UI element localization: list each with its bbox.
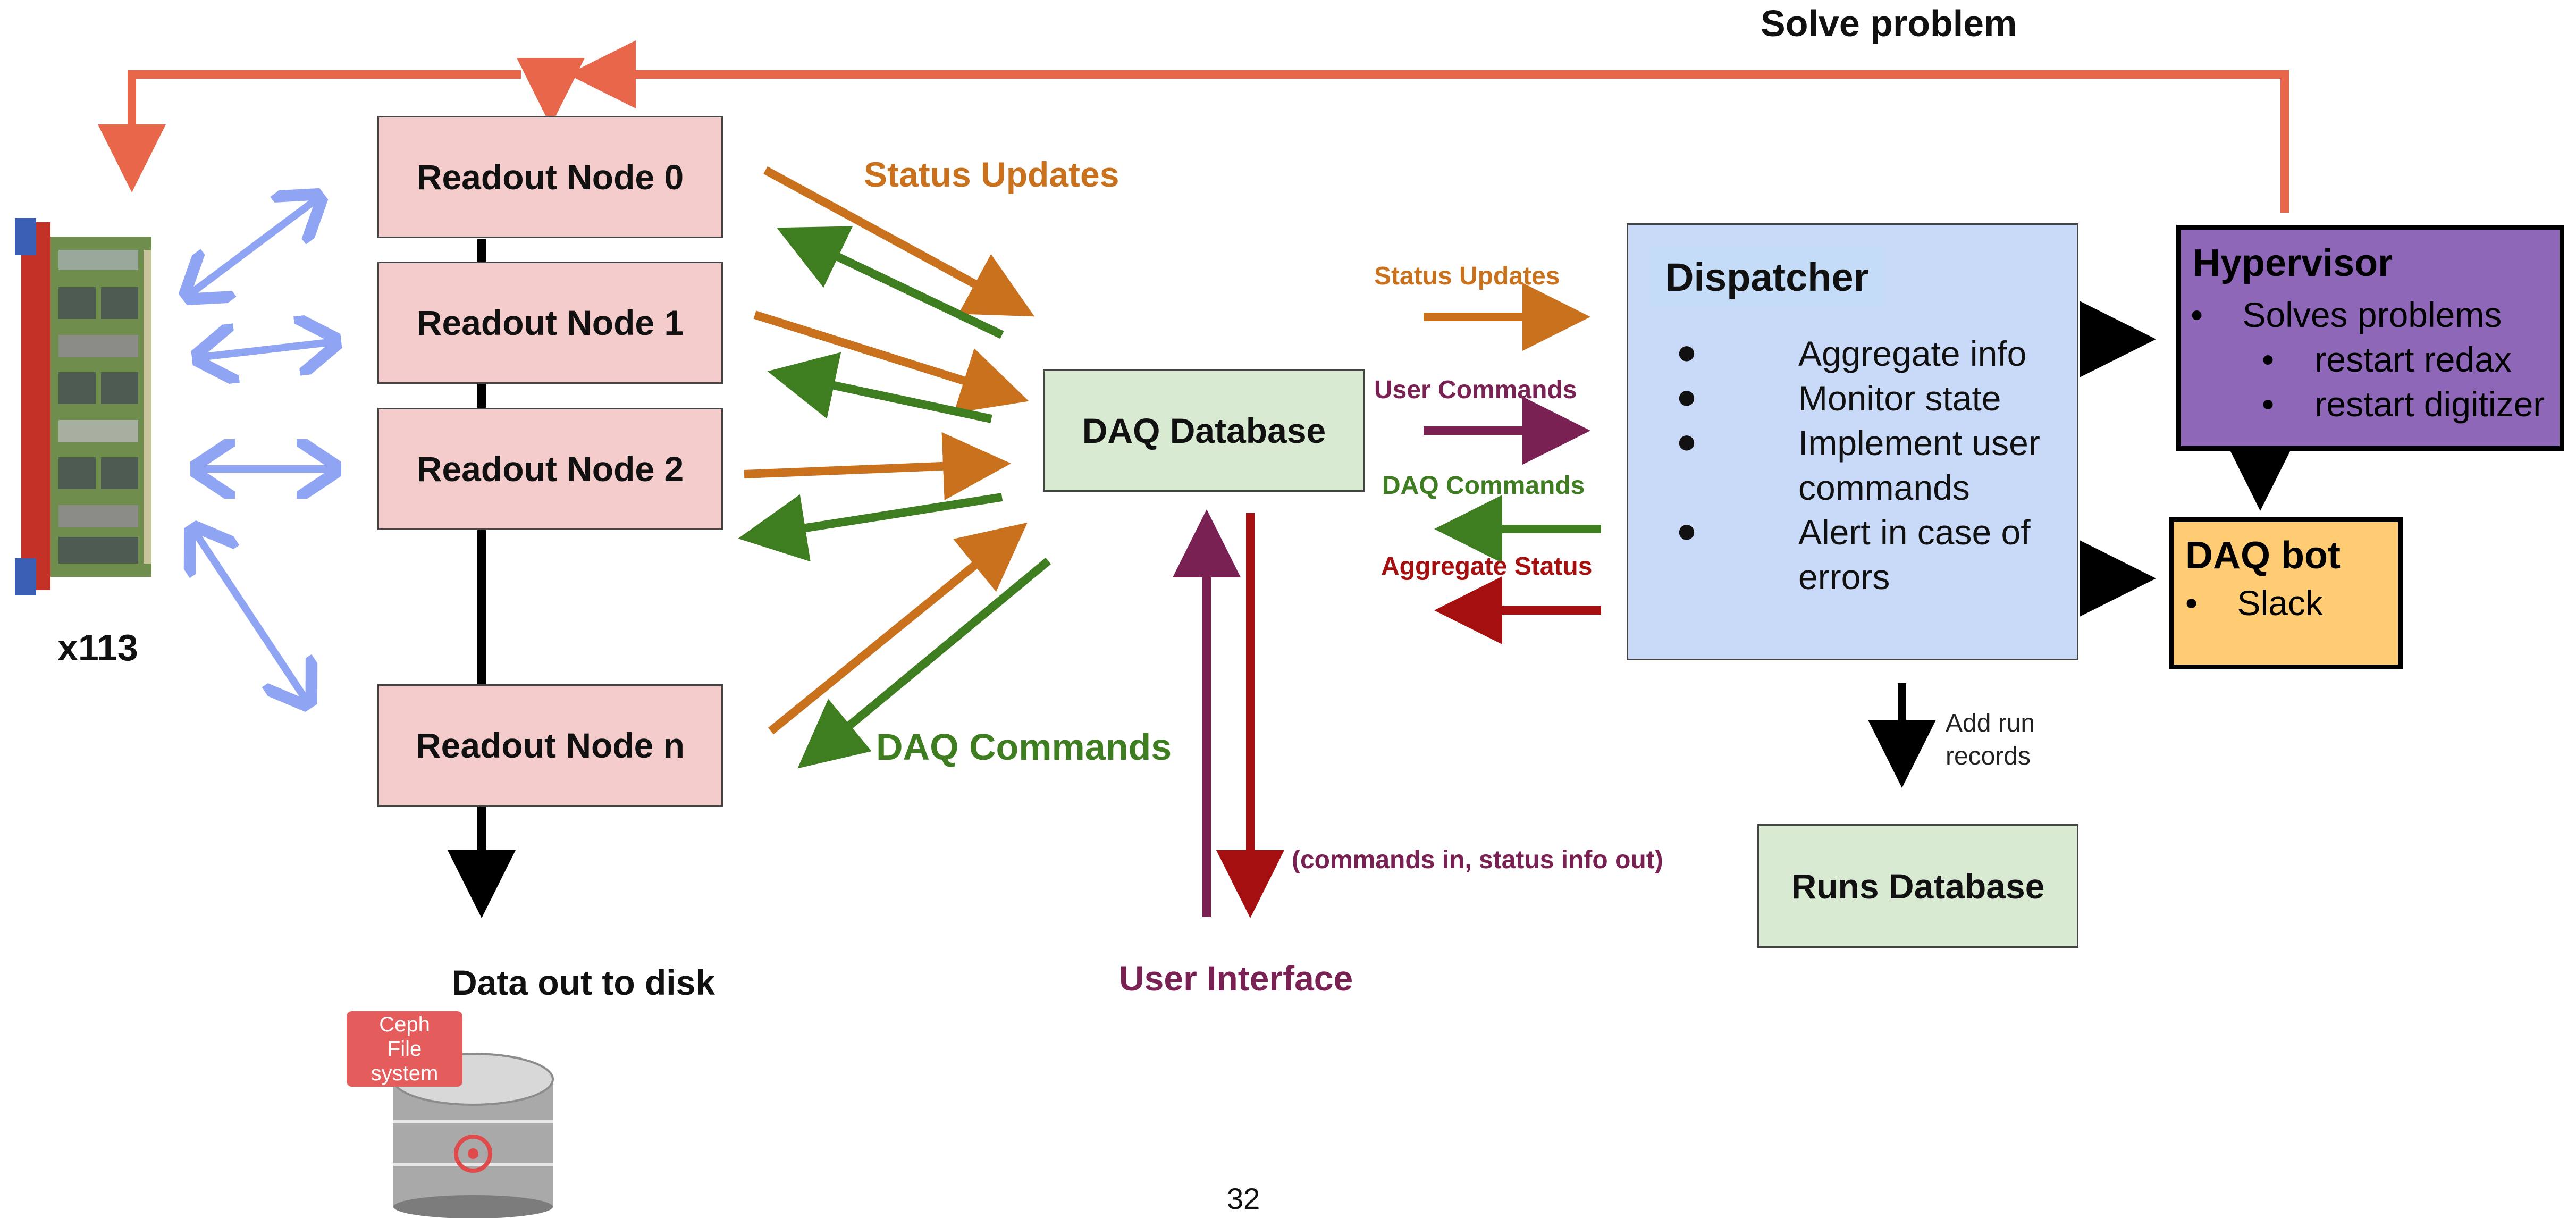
hypervisor-item-text: restart redax	[2314, 340, 2512, 379]
dispatcher-item-text: errors	[1798, 557, 1890, 597]
user-commands-label: User Commands	[1374, 376, 1577, 404]
add-run-records-label: Add run records	[1946, 707, 2035, 773]
hypervisor-item-restart-digitizer: • restart digitizer	[2262, 384, 2545, 424]
dispatcher-item-text: Aggregate info	[1798, 334, 2027, 373]
hypervisor-item-text: Solves problems	[2242, 295, 2502, 334]
status-updates-label-small: Status Updates	[1374, 262, 1560, 290]
dispatcher-item-text: Monitor state	[1798, 379, 2001, 418]
bullet-icon: •	[2262, 384, 2275, 424]
hypervisor-item-text: restart digitizer	[2314, 384, 2545, 424]
page-number: 32	[1227, 1182, 1260, 1215]
hypervisor-box: Hypervisor • Solves problems • restart r…	[2176, 225, 2564, 451]
aggregate-status-label: Aggregate Status	[1381, 552, 1593, 581]
bullet-icon: •	[2191, 295, 2203, 334]
add-run-records-line-2: records	[1946, 742, 2031, 770]
dispatcher-item-text: Alert in case of	[1798, 513, 2031, 552]
daq-database: DAQ Database	[1043, 369, 1365, 492]
daq-bot-item-slack: • Slack	[2185, 583, 2323, 623]
digitizer-board-image	[15, 218, 151, 595]
user-interface-label: User Interface	[1119, 959, 1353, 998]
daq-commands-label-small: DAQ Commands	[1382, 472, 1585, 500]
bullet-icon: •	[2185, 583, 2198, 623]
dispatcher-links	[1424, 283, 1601, 644]
status-updates-label-large: Status Updates	[864, 155, 1119, 194]
daq-bot-box: DAQ bot • Slack	[2169, 517, 2403, 669]
ceph-badge: Ceph File system	[347, 1011, 462, 1087]
bullet-icon: ●	[1676, 376, 1697, 416]
dispatcher-item-text: Implement user	[1798, 423, 2040, 463]
black-arrows	[1868, 301, 2299, 788]
hypervisor-item-restart-redax: • restart redax	[2262, 339, 2512, 380]
node-db-links	[738, 166, 1051, 769]
readout-node-2: Readout Node 2	[377, 408, 723, 530]
daq-commands-label-large: DAQ Commands	[876, 726, 1172, 768]
solve-problem-label: Solve problem	[1761, 3, 2017, 44]
ceph-badge-line-1: Ceph	[379, 1013, 430, 1036]
add-run-records-line-1: Add run	[1946, 709, 2035, 737]
daq-bot-title: DAQ bot	[2185, 534, 2341, 577]
dispatcher-box: Dispatcher ● Aggregate info ● Monitor st…	[1627, 223, 2078, 660]
bullet-icon: •	[2262, 340, 2275, 379]
data-out-label: Data out to disk	[452, 963, 715, 1002]
ui-links	[1173, 509, 1284, 918]
board-count-label: x113	[57, 627, 138, 668]
hypervisor-item-solves: • Solves problems	[2191, 295, 2502, 335]
feedback-loop	[98, 40, 2289, 213]
ui-note-label: (commands in, status info out)	[1292, 846, 1663, 874]
daq-bot-item-text: Slack	[2237, 583, 2323, 623]
dispatcher-title: Dispatcher	[1649, 247, 1885, 307]
board-links	[189, 198, 334, 702]
runs-database: Runs Database	[1757, 824, 2078, 948]
dispatcher-item-text: commands	[1798, 468, 1970, 507]
readout-node-1: Readout Node 1	[377, 262, 723, 384]
readout-node-n: Readout Node n	[377, 684, 723, 807]
bullet-icon: ●	[1676, 421, 1697, 460]
hypervisor-title: Hypervisor	[2193, 242, 2393, 284]
bullet-icon: ●	[1676, 332, 1697, 371]
readout-node-0: Readout Node 0	[377, 116, 723, 238]
ceph-badge-line-3: system	[371, 1062, 439, 1085]
ceph-badge-line-2: File	[387, 1037, 422, 1061]
bullet-icon: ●	[1676, 510, 1697, 550]
